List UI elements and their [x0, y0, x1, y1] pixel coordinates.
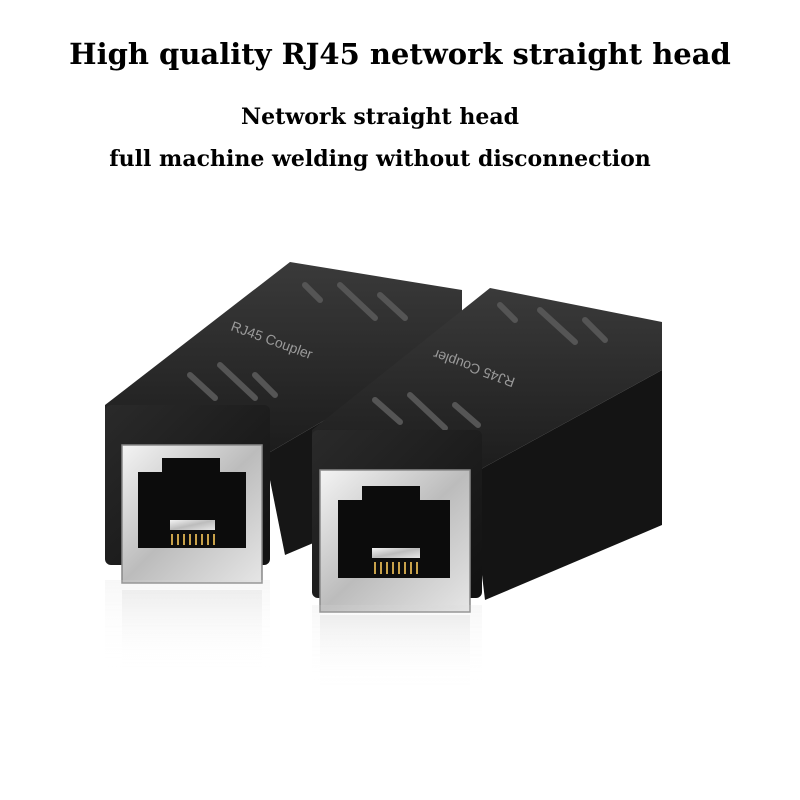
page-subtitle: Network straight head — [241, 104, 519, 130]
page-title: High quality RJ45 network straight head — [69, 37, 731, 71]
product-reflection — [105, 580, 482, 685]
right-coupler: RJ45 Coupler — [312, 288, 662, 613]
page-tagline: full machine welding without disconnecti… — [109, 146, 651, 172]
product-photo: RJ45 Coupler RJ45 Coupler — [105, 262, 662, 685]
